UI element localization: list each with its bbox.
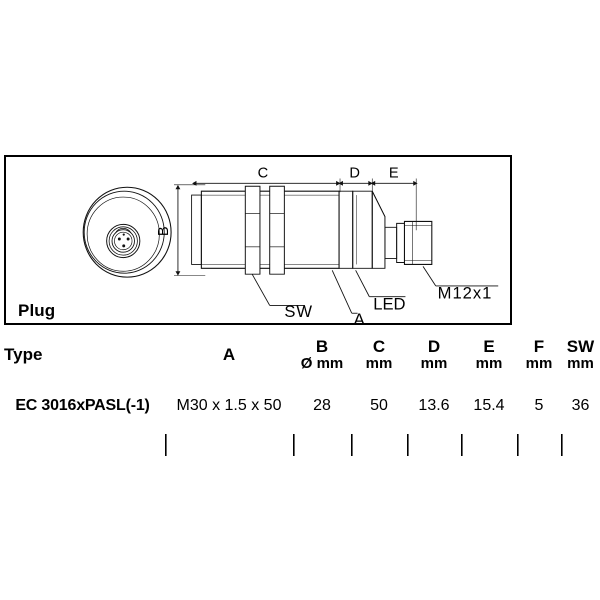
sensor-side-view-icon [191, 185, 433, 275]
column-header-c-label: C [372, 337, 386, 357]
column-header-b-label: B [315, 337, 329, 357]
callout-label-m12x1: M12x1 [438, 284, 493, 303]
column-header-sw-unit: mm [567, 355, 594, 373]
column-header-d-label: D [427, 337, 441, 357]
callout-leaders [251, 266, 499, 314]
cell-a: M30 x 1.5 x 50 [176, 397, 282, 414]
column-header-f-label: F [533, 337, 545, 357]
column-header-sw: SW mm [561, 330, 600, 380]
column-header-e-unit: mm [475, 355, 503, 373]
column-header-c: C mm [351, 330, 407, 380]
column-header-type-label: Type [4, 345, 43, 365]
dimension-label-b: B [156, 226, 172, 236]
dimension-b [174, 184, 206, 276]
cell-type: EC 3016xPASL(-1) [15, 397, 150, 414]
dimension-c [192, 180, 341, 186]
column-header-type: Type [0, 330, 165, 380]
table-header-row: Type A B Ø mm C mm [0, 330, 600, 380]
cell-sw: 36 [571, 397, 590, 414]
dimension-d [338, 180, 373, 186]
column-header-e-label: E [483, 337, 495, 357]
column-header-a-label: A [222, 345, 236, 365]
column-header-sw-label: SW [566, 337, 595, 357]
sensor-technical-drawing: C D E B SW A LED M12x1 [82, 166, 499, 323]
dimension-label-e: E [389, 166, 399, 182]
cell-c: 50 [370, 397, 388, 414]
column-header-a: A [165, 330, 293, 380]
callout-label-a: A [354, 310, 366, 323]
table-column-rules-continuation [165, 434, 563, 456]
column-header-d-unit: mm [420, 355, 448, 373]
drawing-panel: C D E B SW A LED M12x1 Plug [4, 155, 512, 325]
column-header-f-unit: mm [525, 355, 553, 373]
cell-e: 15.4 [473, 397, 505, 414]
column-header-e: E mm [461, 330, 517, 380]
m12-connector-icon [384, 220, 433, 265]
column-header-b-unit: Ø mm [300, 355, 344, 373]
column-header-b: B Ø mm [293, 330, 351, 380]
column-header-c-unit: mm [365, 355, 393, 373]
dimension-label-d: D [349, 166, 360, 182]
specification-table: Type A B Ø mm C mm [0, 330, 600, 432]
cell-d: 13.6 [418, 397, 450, 414]
table-row: EC 3016xPASL(-1) M30 x 1.5 x 50 28 50 13… [0, 380, 600, 432]
callout-label-sw: SW [284, 302, 313, 321]
sensor-front-view-icon [82, 186, 172, 278]
panel-caption-plug: Plug [18, 301, 56, 320]
cell-f: 5 [534, 397, 544, 414]
dimension-label-c: C [258, 166, 269, 182]
callout-label-led: LED [373, 294, 405, 313]
column-header-d: D mm [407, 330, 461, 380]
cell-b: 28 [313, 397, 331, 414]
column-header-f: F mm [517, 330, 561, 380]
